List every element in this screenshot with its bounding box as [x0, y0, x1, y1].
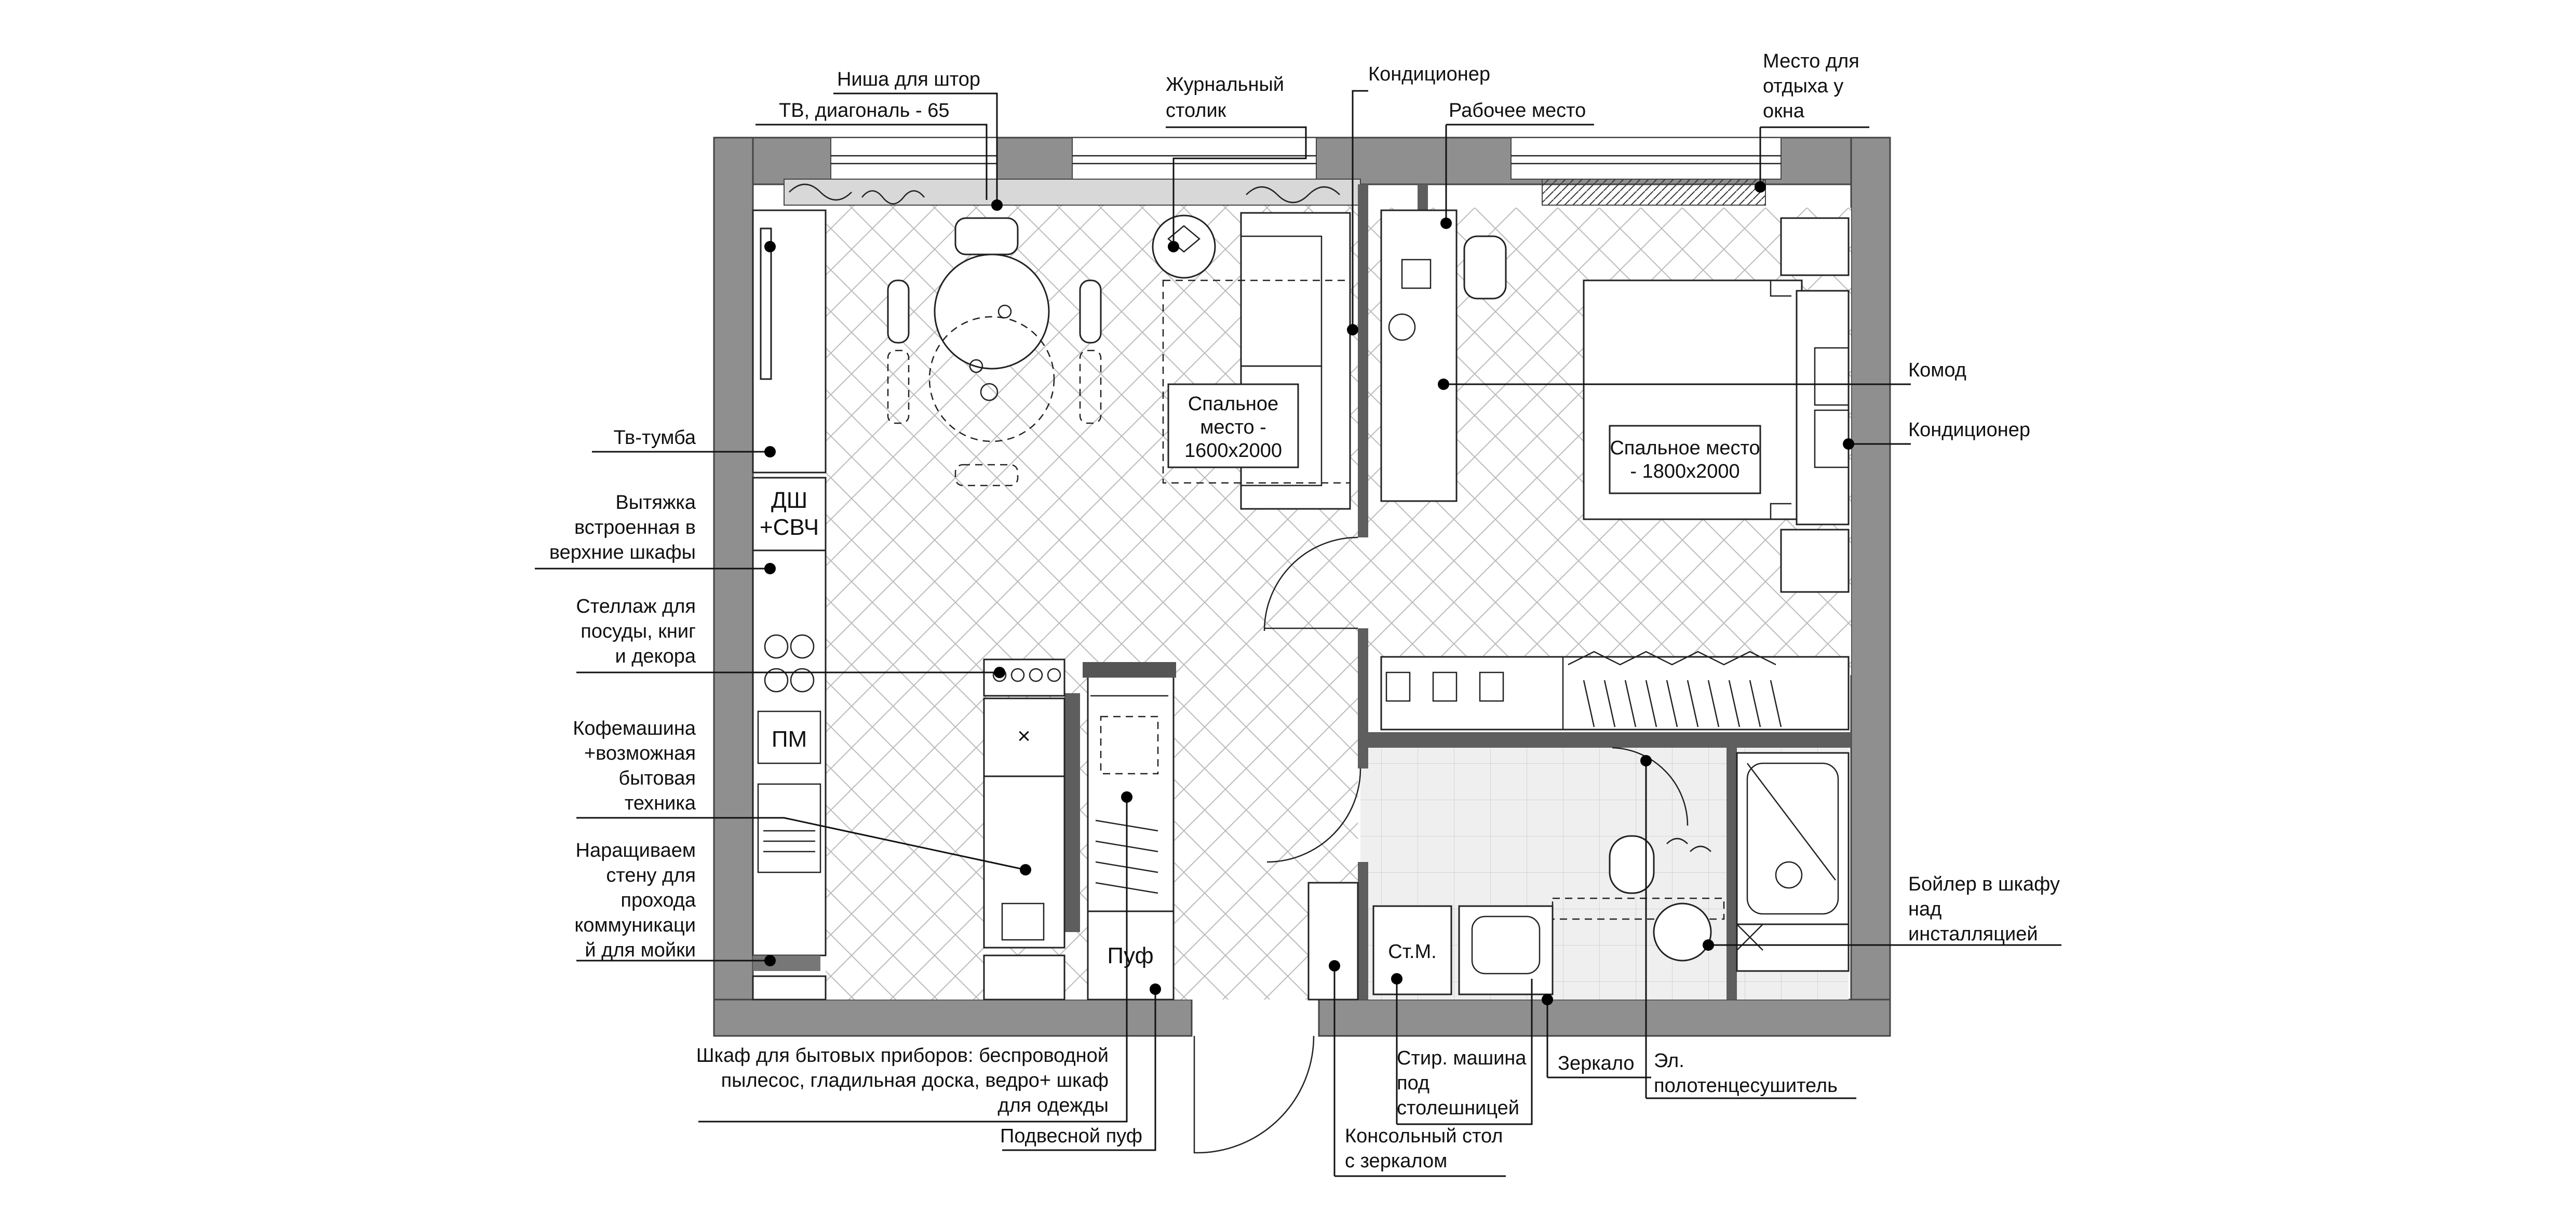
- label-window-rest-1: Место для: [1763, 50, 1859, 72]
- interior-walls: [1064, 184, 1851, 1000]
- curtain-niche: [784, 179, 1766, 206]
- sofa-bed-label-3: 1600х2000: [1184, 440, 1282, 462]
- label-dresser: Комод: [1908, 359, 1966, 381]
- label-hood-3: верхние шкафы: [549, 542, 696, 563]
- label-boiler-3: инсталляцией: [1908, 923, 2038, 945]
- svg-text:×: ×: [1017, 723, 1031, 749]
- label-washing-machine-3: столешницей: [1397, 1097, 1519, 1119]
- label-shelving-3: и декора: [615, 645, 696, 667]
- label-coffee-machine-1: Кофемашина: [573, 718, 696, 739]
- label-curtain-niche: Ниша для штор: [837, 69, 980, 90]
- label-boiler-1: Бойлер в шкафу: [1908, 873, 2060, 895]
- label-shelving-2: посуды, книг: [581, 621, 696, 642]
- workplace: [1380, 209, 1507, 502]
- leader-lines: [535, 90, 2061, 1177]
- dishwasher-label-2: +СВЧ: [760, 515, 819, 540]
- pm-label: ПМ: [772, 726, 807, 752]
- pouf-label: Пуф: [1107, 943, 1153, 968]
- label-hanging-pouf: Подвесной пуф: [1000, 1125, 1142, 1147]
- label-wall-extend-4: коммуникаци: [574, 914, 696, 936]
- coffee-table: [1152, 214, 1216, 279]
- wardrobe: [1380, 651, 1850, 731]
- label-coffee-machine-2: +возможная: [584, 743, 696, 764]
- bed-label-1: Спальное место: [1610, 437, 1760, 459]
- label-appliance-cabinet-2: пылесос, гладильная доска, ведро+ шкаф: [721, 1070, 1109, 1091]
- label-console-table-2: с зеркалом: [1345, 1150, 1447, 1172]
- label-ac-right: Кондиционер: [1908, 419, 2030, 441]
- label-window-rest-2: отдыха у: [1763, 75, 1843, 97]
- label-ac-top: Кондиционер: [1368, 63, 1490, 85]
- label-wall-extend-2: стену для: [606, 865, 696, 886]
- bathroom: Ст.М.: [1307, 752, 1850, 1001]
- label-towel-dryer-2: полотенцесушитель: [1654, 1075, 1838, 1097]
- outer-walls: [713, 137, 1891, 1037]
- label-coffee-table-2: столик: [1166, 100, 1226, 122]
- label-appliance-cabinet-3: для одежды: [997, 1095, 1109, 1116]
- label-wall-extend-3: прохода: [621, 889, 696, 911]
- bed: Спальное место - 1800х2000: [1583, 217, 1850, 593]
- label-window-rest-3: окна: [1763, 100, 1805, 122]
- label-washing-machine-1: Стир. машина: [1397, 1047, 1527, 1069]
- label-tv: ТВ, диагональ - 65: [779, 100, 950, 122]
- washer-label: Ст.М.: [1388, 941, 1436, 963]
- label-washing-machine-2: под: [1397, 1072, 1429, 1094]
- leader-dots: [764, 181, 1854, 1005]
- kitchen-run: ДШ +СВЧ ПМ: [752, 209, 827, 1001]
- label-towel-dryer-1: Эл.: [1654, 1050, 1684, 1072]
- label-boiler-2: над: [1908, 898, 1941, 920]
- label-console-table-1: Консольный стол: [1345, 1125, 1503, 1147]
- label-tv-stand: Тв-тумба: [613, 427, 696, 449]
- label-wall-extend-1: Наращиваем: [576, 840, 696, 861]
- label-wall-extend-5: й для мойки: [585, 939, 696, 961]
- label-hood-2: встроенная в: [574, 517, 696, 538]
- label-coffee-machine-4: техника: [625, 792, 696, 814]
- label-hood-1: Вытяжка: [615, 492, 696, 514]
- sofa-bed: Спальное место - 1600х2000: [1162, 212, 1351, 510]
- dishwasher-label-1: ДШ: [771, 488, 807, 513]
- label-coffee-machine-3: бытовая: [618, 767, 696, 789]
- label-appliance-cabinet-1: Шкаф для бытовых приборов: беспроводной: [696, 1045, 1109, 1067]
- dining-table: [887, 217, 1102, 487]
- sofa-bed-label-2: место -: [1200, 416, 1266, 438]
- label-workplace: Рабочее место: [1449, 100, 1586, 122]
- bed-label-2: - 1800х2000: [1630, 461, 1739, 482]
- sofa-bed-label-1: Спальное: [1188, 393, 1278, 415]
- label-shelving-1: Стеллаж для: [576, 596, 696, 617]
- label-coffee-table-1: Журнальный: [1166, 74, 1284, 96]
- label-mirror: Зеркало: [1558, 1053, 1635, 1074]
- doors: [1193, 536, 1689, 1154]
- annotations: Ниша для штор ТВ, диагональ - 65 Журналь…: [549, 50, 2060, 1172]
